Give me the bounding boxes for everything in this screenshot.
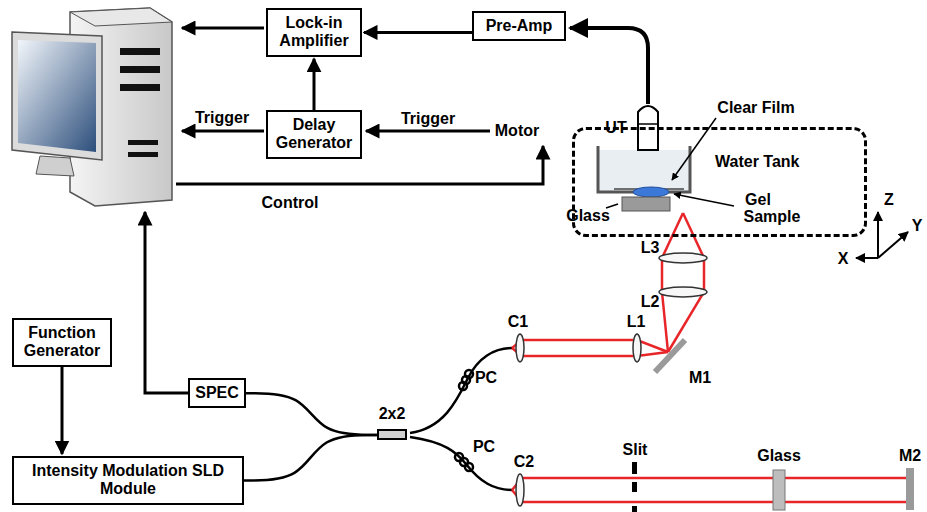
- part-label: Trigger: [401, 110, 455, 128]
- signal-arrow: [364, 31, 472, 34]
- part-label: Glass: [566, 207, 610, 225]
- part-label: L2: [641, 293, 660, 311]
- part-label: PC: [475, 369, 497, 387]
- node-label: SPEC: [195, 384, 239, 402]
- tank-region: Water Tank: [572, 127, 867, 237]
- instrument-box: Function Generator: [12, 318, 112, 367]
- part-label: M2: [899, 447, 921, 465]
- part-label: UT: [605, 119, 626, 137]
- signal-arrow: [61, 367, 64, 454]
- optical-fiber: [244, 435, 377, 481]
- part-label: Clear Film: [717, 99, 794, 117]
- part-label: Motor: [495, 122, 539, 140]
- node-label: Pre-Amp: [486, 17, 553, 35]
- computer-icon: [12, 8, 172, 206]
- signal-wires: [145, 28, 648, 393]
- instrument-box: SPEC: [188, 378, 246, 408]
- part-label: Slit: [623, 441, 648, 459]
- optics: [516, 253, 914, 512]
- part-label: C1: [508, 313, 528, 331]
- part-label: M1: [689, 369, 711, 387]
- part-label: Y: [912, 217, 923, 235]
- part-label: C2: [514, 453, 534, 471]
- node-label: Function Generator: [18, 324, 106, 361]
- node-label: Delay Generator: [272, 116, 356, 153]
- source-box: Intensity Modulation SLD Module: [12, 456, 244, 505]
- part-label: Control: [262, 194, 319, 212]
- part-label: L1: [627, 313, 646, 331]
- part-label: L3: [641, 239, 660, 257]
- fiber-coupler: 2x2: [374, 405, 410, 440]
- axes: [856, 212, 908, 258]
- part-label: PC: [473, 438, 495, 456]
- node-label: Intensity Modulation SLD Module: [18, 462, 238, 499]
- node-label: Lock-in Amplifier: [272, 14, 356, 51]
- part-label: Sample: [744, 208, 801, 226]
- part-label: Gel: [745, 191, 771, 209]
- coupler-label: 2x2: [374, 405, 410, 423]
- laser-beam: [512, 213, 908, 502]
- coupler-body: [377, 429, 407, 440]
- instrument-box: Pre-Amp: [472, 11, 566, 41]
- sample-stage: [598, 106, 734, 211]
- instrument-box: Lock-in Amplifier: [266, 8, 362, 57]
- part-label: Trigger: [195, 109, 249, 127]
- signal-arrow: [313, 59, 316, 110]
- part-label: X: [838, 250, 849, 268]
- part-label: Z: [884, 191, 894, 209]
- instrument-box: Delay Generator: [266, 110, 362, 159]
- optical-fiber: [246, 393, 377, 435]
- part-label: Glass: [757, 447, 801, 465]
- optical-fiber: [410, 348, 512, 490]
- node-label: Water Tank: [715, 153, 799, 171]
